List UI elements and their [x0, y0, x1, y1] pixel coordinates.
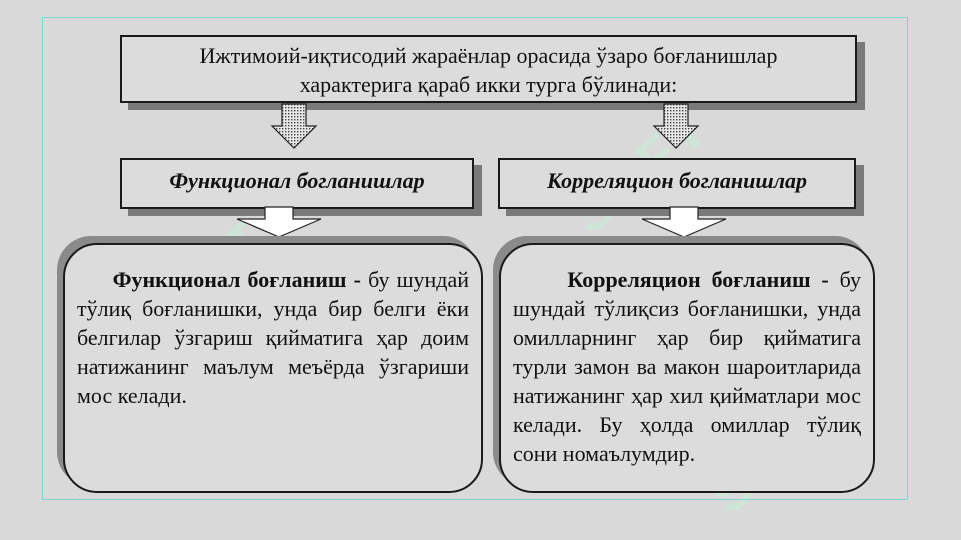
functional-header-box: Функционал богланишлар: [120, 158, 474, 209]
dotted-arrow-left: [270, 103, 318, 149]
correlation-dash: -: [810, 267, 840, 292]
functional-term: Функционал боғланиш: [112, 267, 347, 292]
functional-text: бу шундай тўлиқ боғланишки, унда бир бел…: [77, 267, 470, 408]
title-text: Ижтимоий-иқтисодий жараёнлар орасида ўза…: [122, 41, 855, 99]
title-box: Ижтимоий-иқтисодий жараёнлар орасида ўза…: [120, 35, 857, 103]
functional-dash: -: [346, 267, 369, 292]
correlation-definition: Корреляцион боғланиш - бу шундай тўлиқси…: [513, 265, 861, 468]
functional-header: Функционал богланишлар: [169, 168, 425, 193]
correlation-term: Корреляцион боғланиш: [567, 267, 811, 292]
correlation-header: Корреляцион богланишлар: [547, 168, 807, 193]
correlation-text: бу шундай тўлиқсиз боғланишки, унда омил…: [513, 267, 861, 466]
correlation-definition-box: Корреляцион боғланиш - бу шундай тўлиқси…: [499, 243, 875, 493]
dotted-arrow-right: [652, 103, 700, 149]
diagram-frame: [42, 17, 908, 500]
title-line-2: характерига қараб икки турга бўлинади:: [299, 72, 678, 97]
white-arrow-left: [236, 206, 322, 238]
title-line-1: Ижтимоий-иқтисодий жараёнлар орасида ўза…: [199, 43, 778, 68]
white-arrow-right: [641, 206, 727, 238]
functional-definition-box: Функционал боғланиш - бу шундай тўлиқ бо…: [63, 243, 483, 493]
correlation-header-box: Корреляцион богланишлар: [498, 158, 856, 209]
functional-definition: Функционал боғланиш - бу шундай тўлиқ бо…: [77, 265, 469, 410]
